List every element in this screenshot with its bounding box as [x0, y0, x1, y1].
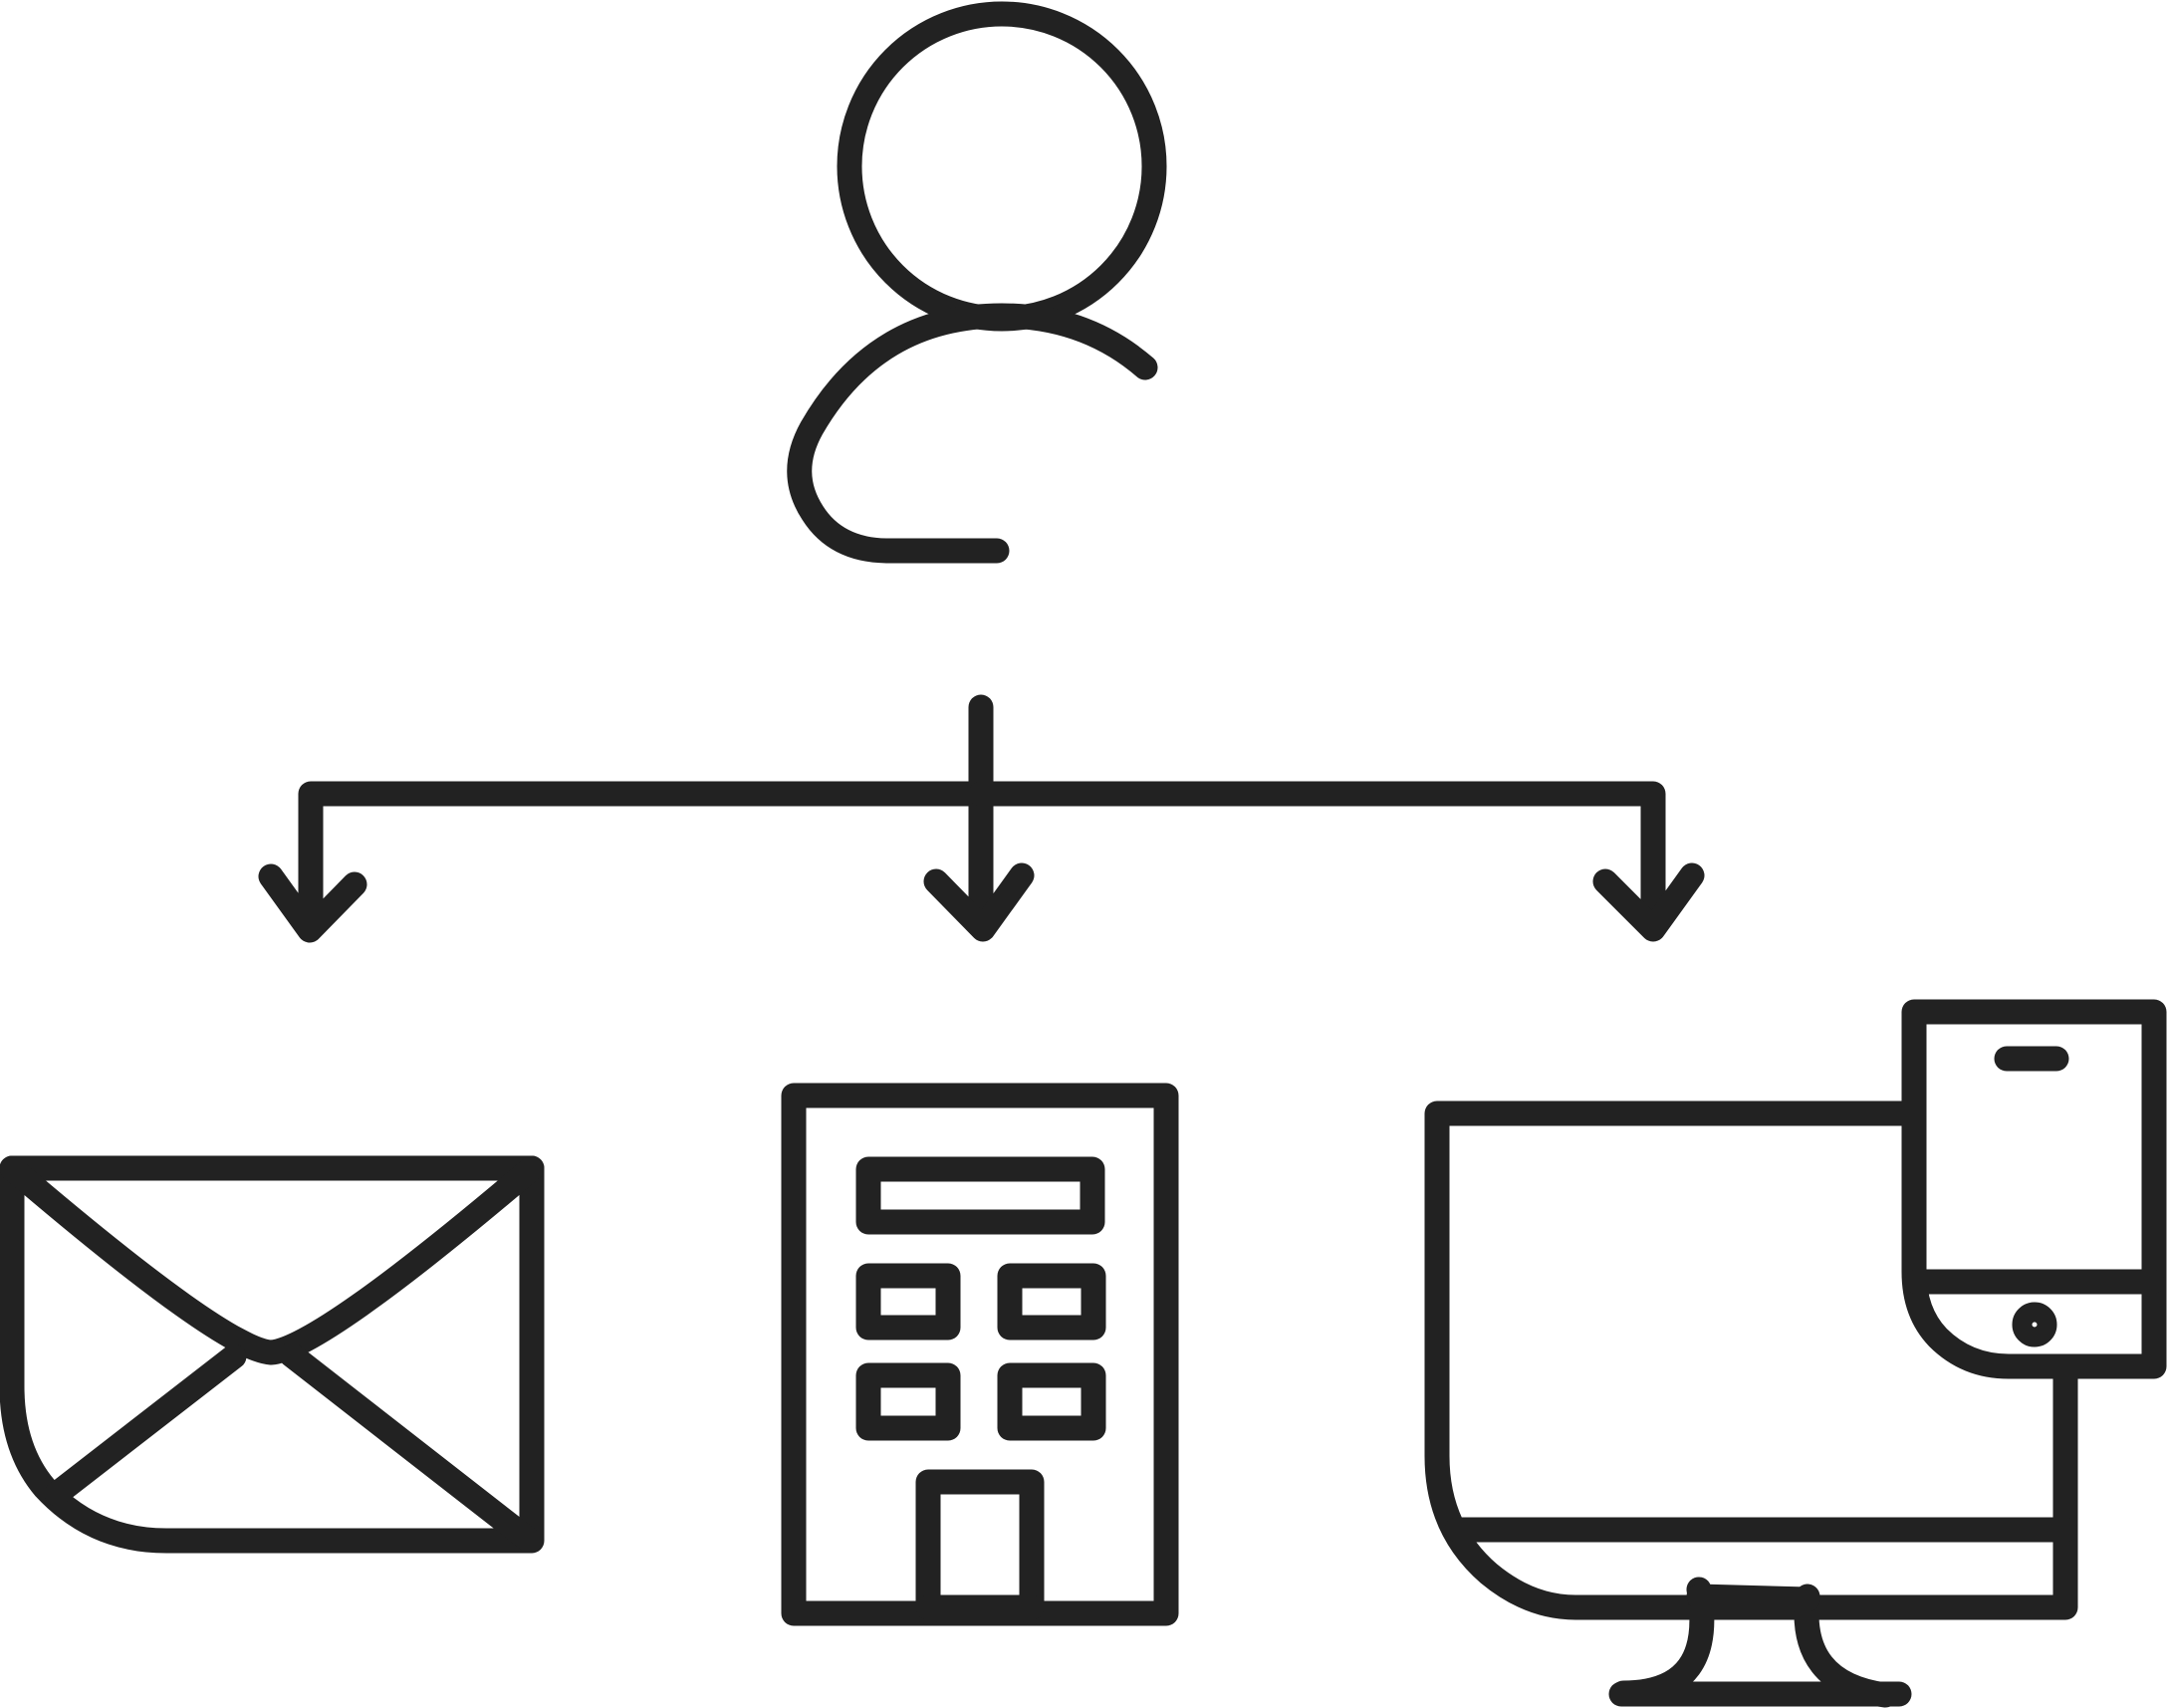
- monitor-outline: [1424, 1100, 2078, 1620]
- arrow-to-mail-icon: [258, 863, 367, 943]
- connector-right-branch: [968, 781, 1666, 939]
- computer-and-phone-icon: [1424, 999, 2167, 1708]
- building-door: [915, 1469, 1045, 1625]
- envelope-right-fold: [278, 1342, 543, 1554]
- building-window-3: [855, 1362, 961, 1441]
- user-icon: [787, 1, 1167, 564]
- building-window-2: [997, 1263, 1106, 1341]
- office-building-icon: [781, 1083, 1179, 1626]
- envelope-left-fold: [44, 1343, 247, 1507]
- building-window-wide: [855, 1156, 1105, 1235]
- branch-connector: [258, 694, 1705, 943]
- monitor-neck-top: [1686, 1584, 1820, 1612]
- user-head: [837, 1, 1167, 332]
- envelope-icon: [0, 1155, 545, 1554]
- building-window-1: [855, 1263, 961, 1341]
- arrow-to-office-icon: [923, 862, 1035, 942]
- user-body: [787, 303, 1158, 564]
- building-window-4: [997, 1362, 1106, 1441]
- connector-left-branch: [298, 781, 994, 939]
- arrow-to-devices-icon: [1592, 862, 1705, 942]
- envelope-flap: [0, 1155, 545, 1365]
- phone-home-button: [2012, 1302, 2057, 1347]
